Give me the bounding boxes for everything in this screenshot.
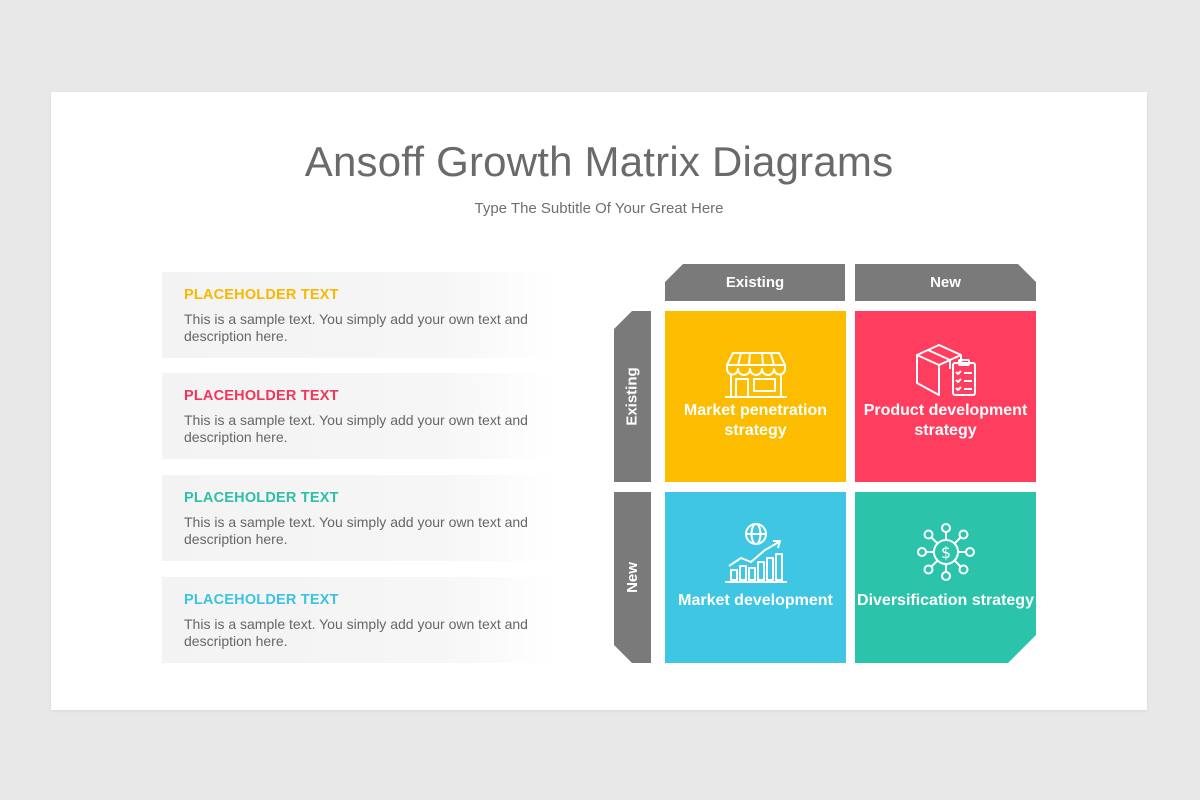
store-icon [724,352,787,398]
cell-product-development: Product development strategy [855,311,1036,482]
item-description: This is a sample text. You simply add yo… [184,412,528,445]
slide: Ansoff Growth Matrix Diagrams Type The S… [51,92,1147,710]
item-heading: PLACEHOLDER TEXT [184,490,339,506]
svg-text:$: $ [940,543,950,562]
cell-market-development: Market development [665,492,846,663]
text-item-3: PLACEHOLDER TEXT This is a sample text. … [162,475,556,561]
dollar-network-icon: $ [911,520,981,590]
cell-label: Product development strategy [863,402,1028,439]
text-item-2: PLACEHOLDER TEXT This is a sample text. … [162,373,556,459]
slide-title: Ansoff Growth Matrix Diagrams [304,138,894,185]
column-header-existing: Existing [665,264,845,301]
cell-label: Market development [678,592,833,609]
cell-diversification: $ Diversification strategy [855,492,1036,663]
slide-subtitle: Type The Subtitle Of Your Great Here [474,200,724,217]
item-heading: PLACEHOLDER TEXT [184,388,339,404]
cell-market-penetration: Market penetration strategy [665,311,846,482]
row-header-new: New [614,492,651,663]
column-header-new: New [855,264,1036,301]
item-description: This is a sample text. You simply add yo… [184,514,528,547]
text-item-4: PLACEHOLDER TEXT This is a sample text. … [162,577,556,663]
text-item-1: PLACEHOLDER TEXT This is a sample text. … [162,272,556,358]
row-header-existing: Existing [614,311,651,482]
item-heading: PLACEHOLDER TEXT [184,287,339,303]
item-description: This is a sample text. You simply add yo… [184,311,528,344]
box-checklist-icon [915,344,976,396]
cell-label: Market penetration strategy [683,402,828,439]
globe-growth-chart-icon [724,523,787,583]
item-description: This is a sample text. You simply add yo… [184,616,528,649]
cell-label: Diversification strategy [857,592,1034,609]
item-heading: PLACEHOLDER TEXT [184,592,339,608]
